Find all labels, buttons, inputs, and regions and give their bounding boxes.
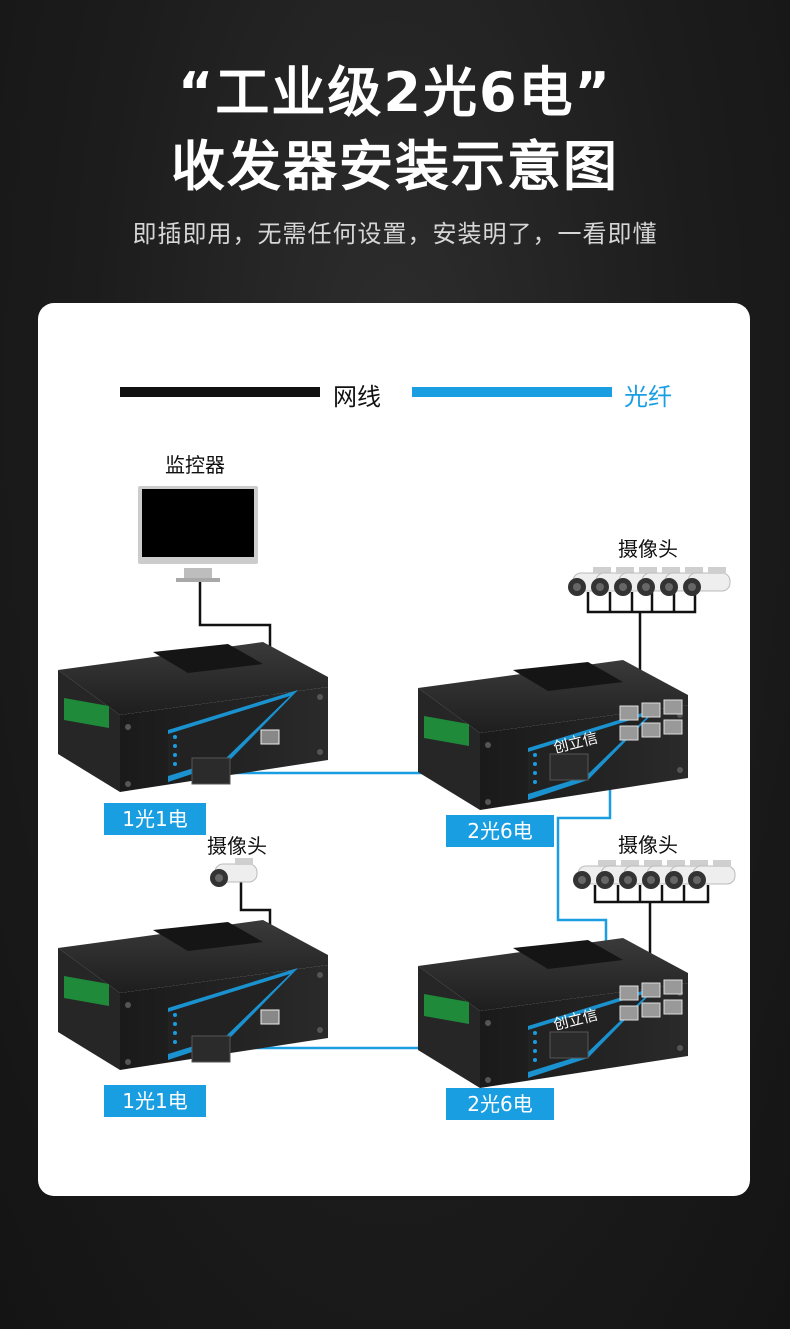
page-title-line2: 收发器安装示意图 (171, 135, 619, 198)
legend-fiber-swatch (412, 387, 612, 397)
camera-label: 摄像头 (207, 834, 267, 858)
switch-label: 1光1电 (104, 1085, 206, 1117)
switch-label: 2光6电 (446, 1088, 554, 1120)
monitor-label: 监控器 (165, 453, 225, 477)
monitor-icon (138, 486, 258, 582)
switch-label: 1光1电 (104, 803, 206, 835)
legend-fiber-label: 光纤 (624, 383, 672, 411)
legend-cable-swatch (120, 387, 320, 397)
camera-icon (209, 857, 258, 888)
camera-icon (567, 566, 731, 597)
switch-label: 2光6电 (446, 815, 554, 847)
camera-icon (572, 859, 736, 890)
legend-cable-label: 网线 (333, 383, 381, 411)
camera-label: 摄像头 (618, 833, 678, 857)
page-title-line1: “工业级2光6电” (177, 61, 613, 124)
camera-label: 摄像头 (618, 537, 678, 561)
page-subtitle: 即插即用，无需任何设置，安装明了，一看即懂 (132, 220, 658, 248)
